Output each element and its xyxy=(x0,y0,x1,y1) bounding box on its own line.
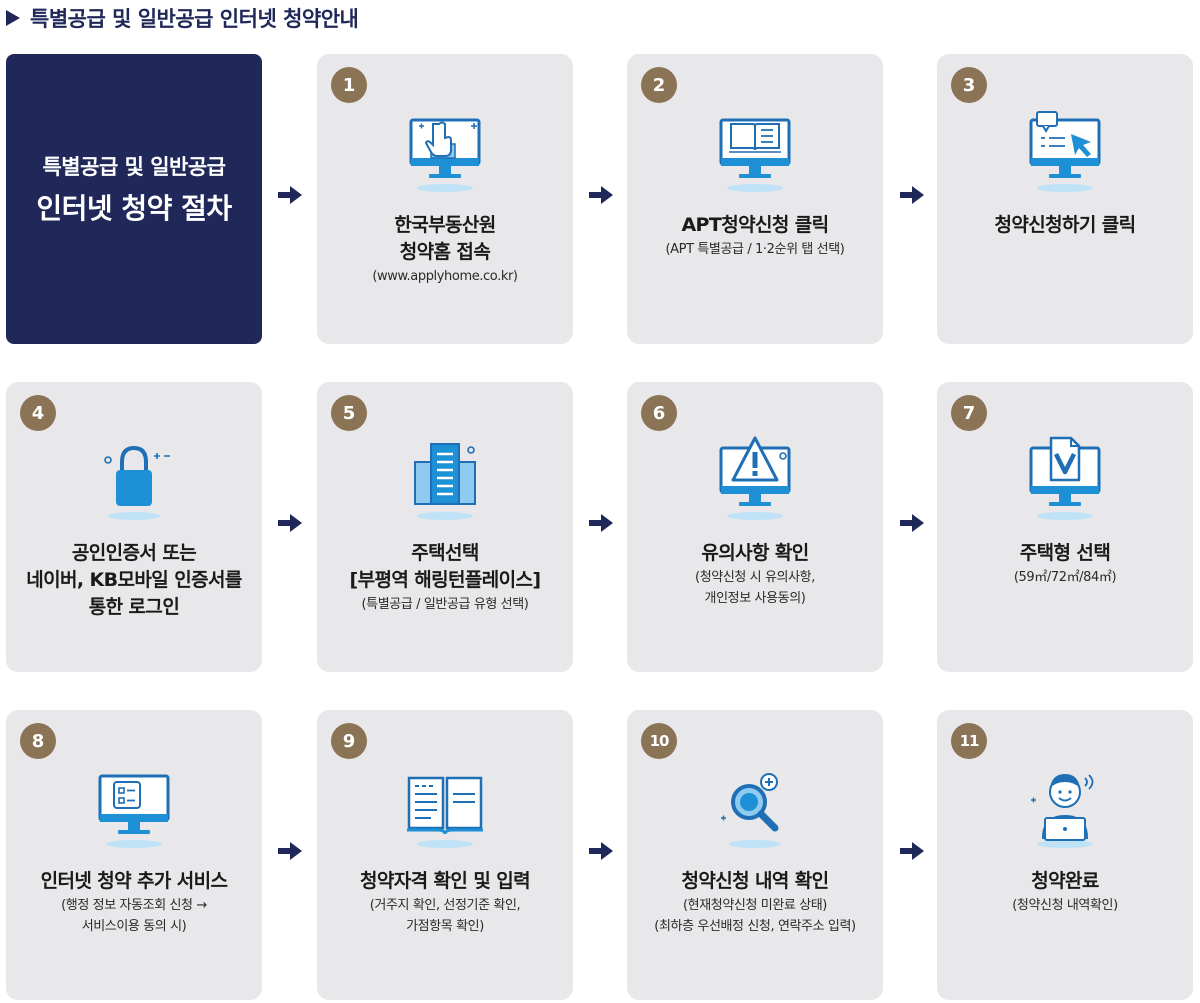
step-sub-line: (청약신청 내역확인) xyxy=(1012,898,1118,913)
step-sub-line: 개인정보 사용동의) xyxy=(704,591,806,606)
step-title-line: 청약자격 확인 및 입력 xyxy=(360,870,531,892)
step-card-9: 9 청약자격 확인 및 입력 (거주지 확인, 선정기준 확인, 가점항목 확인… xyxy=(317,710,573,1000)
monitor-cursor-icon xyxy=(1025,111,1105,194)
step-sub-line: (APT 특별공급 / 1·2순위 탭 선택) xyxy=(665,242,845,257)
arrow-right-icon xyxy=(278,842,302,860)
step-title-line: 통한 로그인 xyxy=(88,596,180,618)
step-sub-line: (59㎡/72㎡/84㎡) xyxy=(1013,570,1117,585)
step-card-11: 11 청약완료 (청약신청 내역확인) xyxy=(937,710,1193,1000)
monitor-warning-icon xyxy=(715,436,795,522)
step-title-line: 청약신청하기 클릭 xyxy=(994,214,1136,236)
step-sub-line: (현재청약신청 미완료 상태) xyxy=(683,898,827,913)
triangle-bullet-icon xyxy=(6,10,20,26)
step-text: 청약자격 확인 및 입력 (거주지 확인, 선정기준 확인, 가점항목 확인) xyxy=(323,868,567,937)
arrow-right-icon xyxy=(589,842,613,860)
step-title-line: 한국부동산원 xyxy=(394,214,496,236)
arrow-right-icon xyxy=(278,186,302,204)
step-sub-line: (거주지 확인, 선정기준 확인, xyxy=(369,898,521,913)
step-text: 주택선택 [부평역 해링턴플레이스] (특별공급 / 일반공급 유형 선택) xyxy=(323,540,567,615)
monitor-click-icon xyxy=(405,104,485,194)
step-number-badge: 5 xyxy=(331,395,367,431)
step-number-badge: 3 xyxy=(951,67,987,103)
intro-line1: 특별공급 및 일반공급 xyxy=(42,155,226,179)
step-number-badge: 6 xyxy=(641,395,677,431)
padlock-icon xyxy=(104,445,170,520)
step-card-2: 2 APT청약신청 클릭 (APT 특별공급 / 1·2순위 탭 선택) xyxy=(627,54,883,344)
monitor-list-icon xyxy=(94,760,174,850)
building-icon xyxy=(414,443,476,520)
step-title-line: 유의사항 확인 xyxy=(701,542,809,564)
step-card-8: 8 인터넷 청약 추가 서비스 (행정 정보 자동조회 신청 → 서비스이용 동… xyxy=(6,710,262,1000)
arrow-right-icon xyxy=(589,514,613,532)
step-text: APT청약신청 클릭 (APT 특별공급 / 1·2순위 탭 선택) xyxy=(633,212,877,260)
step-title-line: 공인인증서 또는 xyxy=(71,542,197,564)
step-sub-line: 서비스이용 동의 시) xyxy=(81,919,187,934)
step-title-line: 주택선택 xyxy=(411,542,479,564)
step-title-line: 청약신청 내역 확인 xyxy=(681,870,829,892)
page-header: 특별공급 및 일반공급 인터넷 청약안내 xyxy=(6,4,359,32)
step-number-badge: 9 xyxy=(331,723,367,759)
step-number-badge: 7 xyxy=(951,395,987,431)
arrow-right-icon xyxy=(278,514,302,532)
intro-card: 특별공급 및 일반공급 인터넷 청약 절차 xyxy=(6,54,262,344)
step-number-badge: 8 xyxy=(20,723,56,759)
step-text: 한국부동산원 청약홈 접속 (www.applyhome.co.kr) xyxy=(323,212,567,287)
intro-line2: 인터넷 청약 절차 xyxy=(36,192,232,225)
monitor-book-icon xyxy=(715,104,795,194)
step-title-line: 청약완료 xyxy=(1031,870,1099,892)
step-sub-line: 가점항목 확인) xyxy=(406,919,484,934)
person-laptop-icon xyxy=(1031,774,1094,848)
arrow-right-icon xyxy=(900,842,924,860)
step-text: 청약완료 (청약신청 내역확인) xyxy=(943,868,1187,916)
step-number-badge: 2 xyxy=(641,67,677,103)
step-card-10: 10 청약신청 내역 확인 (현재청약신청 미완료 상태) (최하층 우선배정 … xyxy=(627,710,883,1000)
step-number-badge: 11 xyxy=(951,723,987,759)
step-card-6: 6 유의사항 확인 (청약신청 시 유의사항, 개인정보 사용동의) xyxy=(627,382,883,672)
step-title-line: 인터넷 청약 추가 서비스 xyxy=(40,870,228,892)
step-number-badge: 4 xyxy=(20,395,56,431)
arrow-right-icon xyxy=(900,186,924,204)
step-number-badge: 1 xyxy=(331,67,367,103)
step-sub-line: (www.applyhome.co.kr) xyxy=(372,269,518,284)
step-sub-line: (특별공급 / 일반공급 유형 선택) xyxy=(361,597,529,612)
step-card-4: 4 공인인증서 또는 네이버, KB모바일 인증서를 통한 로그인 xyxy=(6,382,262,672)
open-book-icon xyxy=(407,776,483,848)
step-card-3: 3 청약신청하기 클릭 xyxy=(937,54,1193,344)
step-title-line: 네이버, KB모바일 인증서를 xyxy=(26,569,242,591)
step-title-line: [부평역 해링턴플레이스] xyxy=(349,569,542,591)
step-text: 공인인증서 또는 네이버, KB모바일 인증서를 통한 로그인 xyxy=(12,540,256,621)
step-text: 청약신청 내역 확인 (현재청약신청 미완료 상태) (최하층 우선배정 신청,… xyxy=(633,868,877,937)
monitor-check-icon xyxy=(1025,436,1105,522)
step-text: 인터넷 청약 추가 서비스 (행정 정보 자동조회 신청 → 서비스이용 동의 … xyxy=(12,868,256,937)
page-title: 특별공급 및 일반공급 인터넷 청약안내 xyxy=(30,7,359,31)
step-sub-line: (청약신청 시 유의사항, xyxy=(695,570,815,585)
step-title-line: 청약홈 접속 xyxy=(399,241,491,263)
step-card-5: 5 주택선택 [부평역 해링턴플레이스] (특별공급 / 일반공급 유형 선택) xyxy=(317,382,573,672)
step-title-line: APT청약신청 클릭 xyxy=(681,214,829,236)
step-title-line: 주택형 선택 xyxy=(1019,542,1111,564)
step-number-badge: 10 xyxy=(641,723,677,759)
step-card-7: 7 주택형 선택 (59㎡/72㎡/84㎡) xyxy=(937,382,1193,672)
arrow-right-icon xyxy=(589,186,613,204)
step-text: 주택형 선택 (59㎡/72㎡/84㎡) xyxy=(943,540,1187,588)
step-text: 청약신청하기 클릭 xyxy=(943,212,1187,239)
step-sub-line: (행정 정보 자동조회 신청 → xyxy=(61,898,207,913)
step-sub-line: (최하층 우선배정 신청, 연락주소 입력) xyxy=(654,919,856,934)
arrow-right-icon xyxy=(900,514,924,532)
step-card-1: 1 한국부동산원 청약홈 접속 (www.applyhome.co.kr) xyxy=(317,54,573,344)
magnifier-icon xyxy=(721,773,781,848)
step-text: 유의사항 확인 (청약신청 시 유의사항, 개인정보 사용동의) xyxy=(633,540,877,609)
